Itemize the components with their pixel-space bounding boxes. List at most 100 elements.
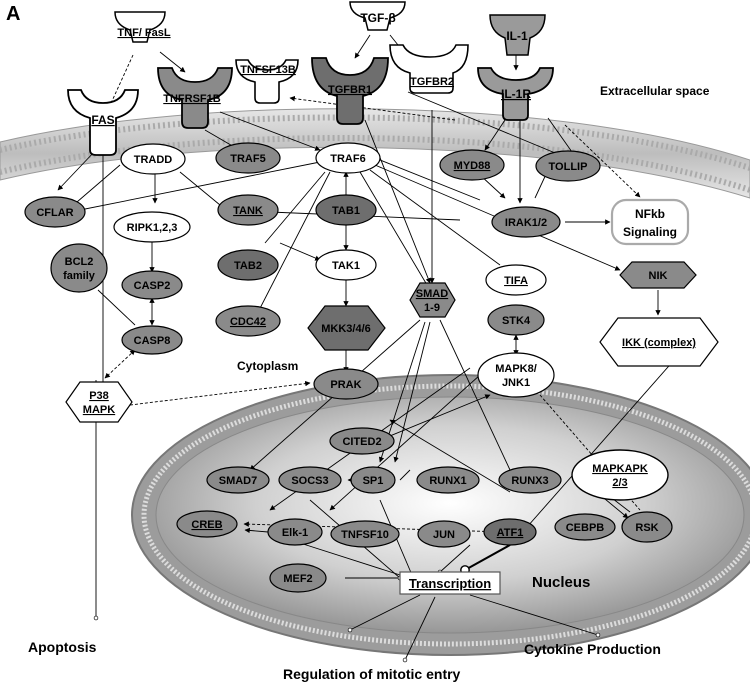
svg-text:1-9: 1-9 xyxy=(424,302,440,314)
node-elk1: Elk-1 xyxy=(267,518,323,546)
node-ikk: IKK (complex) xyxy=(599,317,719,367)
node-cflar: CFLAR xyxy=(24,196,86,228)
extracellular-label: Extracellular space xyxy=(600,84,710,98)
node-cited2: CITED2 xyxy=(329,427,395,455)
node-cebpb: CEBPB xyxy=(554,513,616,541)
svg-text:SMAD: SMAD xyxy=(416,288,448,300)
receptor-fas: FAS xyxy=(67,89,139,156)
node-nik: NIK xyxy=(619,261,697,289)
svg-text:TAK1: TAK1 xyxy=(332,260,360,272)
svg-text:IKK (complex): IKK (complex) xyxy=(622,337,696,349)
svg-text:Elk-1: Elk-1 xyxy=(282,527,308,539)
nucleus-label: Nucleus xyxy=(532,574,590,591)
node-rsk: RSK xyxy=(621,511,673,543)
receptor-tnfsf13b: TNFSF13B xyxy=(235,59,299,104)
svg-text:IL-1R: IL-1R xyxy=(501,87,531,101)
svg-text:SOCS3: SOCS3 xyxy=(291,475,328,487)
receptor-tgfbr1: TGFBR1 xyxy=(311,57,389,125)
svg-text:IRAK1/2: IRAK1/2 xyxy=(505,217,547,229)
svg-text:family: family xyxy=(63,270,96,282)
node-mkk: MKK3/4/6 xyxy=(307,305,386,351)
svg-text:JNK1: JNK1 xyxy=(502,377,530,389)
svg-text:2/3: 2/3 xyxy=(612,477,627,489)
svg-text:RIPK1,2,3: RIPK1,2,3 xyxy=(127,222,178,234)
receptor-tnfrsf1b: TNFRSF1B xyxy=(157,67,233,129)
node-traf6: TRAF6 xyxy=(315,142,381,174)
node-tifa: TIFA xyxy=(485,264,547,296)
svg-text:JUN: JUN xyxy=(433,529,455,541)
svg-text:RSK: RSK xyxy=(635,522,658,534)
node-ripk: RIPK1,2,3 xyxy=(113,211,191,243)
svg-text:RUNX3: RUNX3 xyxy=(511,475,548,487)
node-creb: CREB xyxy=(176,510,238,538)
node-runx1: RUNX1 xyxy=(416,466,480,494)
node-nfkb: NFkb Signaling xyxy=(610,198,690,246)
node-prak: PRAK xyxy=(313,368,379,400)
node-myd88: MYD88 xyxy=(439,149,505,181)
svg-text:SMAD7: SMAD7 xyxy=(219,475,258,487)
node-casp8: CASP8 xyxy=(121,325,183,355)
node-stk4: STK4 xyxy=(487,304,545,336)
svg-text:MKK3/4/6: MKK3/4/6 xyxy=(321,323,371,335)
node-cdc42: CDC42 xyxy=(215,305,281,337)
svg-text:TAB2: TAB2 xyxy=(234,260,262,272)
node-irak: IRAK1/2 xyxy=(491,206,561,238)
node-smad7: SMAD7 xyxy=(206,466,270,494)
node-bcl2: BCL2 family xyxy=(50,243,108,293)
node-casp2: CASP2 xyxy=(121,270,183,300)
node-mapk8: MAPK8/ JNK1 xyxy=(477,352,555,398)
svg-text:TNF/ FasL: TNF/ FasL xyxy=(117,27,170,39)
node-runx3: RUNX3 xyxy=(498,466,562,494)
svg-text:TNFSF13B: TNFSF13B xyxy=(240,64,296,76)
node-mef2: MEF2 xyxy=(269,563,327,593)
svg-text:CDC42: CDC42 xyxy=(230,316,266,328)
svg-text:CITED2: CITED2 xyxy=(342,436,381,448)
node-tollip: TOLLIP xyxy=(535,150,601,182)
edges xyxy=(57,34,691,663)
svg-text:CASP2: CASP2 xyxy=(134,280,171,292)
ligand-il1: IL-1 xyxy=(489,14,546,56)
svg-text:NFkb: NFkb xyxy=(635,207,665,221)
svg-text:TOLLIP: TOLLIP xyxy=(549,161,588,173)
node-smad: SMAD 1-9 xyxy=(409,282,456,318)
node-tak1: TAK1 xyxy=(315,249,377,281)
svg-text:TRAF5: TRAF5 xyxy=(230,153,265,165)
outcome-apoptosis: Apoptosis xyxy=(28,639,97,655)
svg-text:Transcription: Transcription xyxy=(409,576,491,591)
node-traf5: TRAF5 xyxy=(215,142,281,174)
ligand-tnf: TNF/ FasL xyxy=(114,11,171,43)
svg-text:TNFSF10: TNFSF10 xyxy=(341,529,389,541)
node-tab2: TAB2 xyxy=(217,249,279,281)
node-mapkapk: MAPKAPK 2/3 xyxy=(571,449,669,501)
svg-text:P38: P38 xyxy=(89,390,109,402)
svg-text:TAB1: TAB1 xyxy=(332,205,360,217)
svg-text:FAS: FAS xyxy=(91,113,114,127)
node-transcription: Transcription xyxy=(399,571,501,595)
node-tank: TANK xyxy=(217,194,279,226)
svg-text:TGF-β: TGF-β xyxy=(360,11,395,25)
svg-text:MAPK8/: MAPK8/ xyxy=(495,363,537,375)
node-p38-mapk: P38 MAPK xyxy=(65,381,133,423)
node-jun: JUN xyxy=(417,520,471,548)
svg-text:BCL2: BCL2 xyxy=(65,256,94,268)
receptor-il1r: IL-1R xyxy=(477,67,554,121)
node-tab1: TAB1 xyxy=(315,194,377,226)
svg-text:RUNX1: RUNX1 xyxy=(429,475,466,487)
svg-text:TNFRSF1B: TNFRSF1B xyxy=(163,93,221,105)
svg-text:TRAF6: TRAF6 xyxy=(330,153,365,165)
node-tnfsf10: TNFSF10 xyxy=(330,520,400,548)
node-atf1: ATF1 xyxy=(483,518,537,546)
node-tradd: TRADD xyxy=(120,143,186,175)
outcome-cytokine-production: Cytokine Production xyxy=(524,641,661,657)
cytoplasm-label: Cytoplasm xyxy=(237,359,298,373)
svg-text:CFLAR: CFLAR xyxy=(36,207,73,219)
svg-text:IL-1: IL-1 xyxy=(506,29,528,43)
receptor-tgfbr2: TGFBR2 xyxy=(389,44,469,94)
svg-text:MEF2: MEF2 xyxy=(283,573,312,585)
svg-text:Signaling: Signaling xyxy=(623,225,677,239)
panel-letter: A xyxy=(6,3,20,25)
svg-text:MAPKAPK: MAPKAPK xyxy=(592,463,648,475)
ligand-tgfb: TGF-β xyxy=(349,1,406,31)
svg-text:MYD88: MYD88 xyxy=(454,160,491,172)
